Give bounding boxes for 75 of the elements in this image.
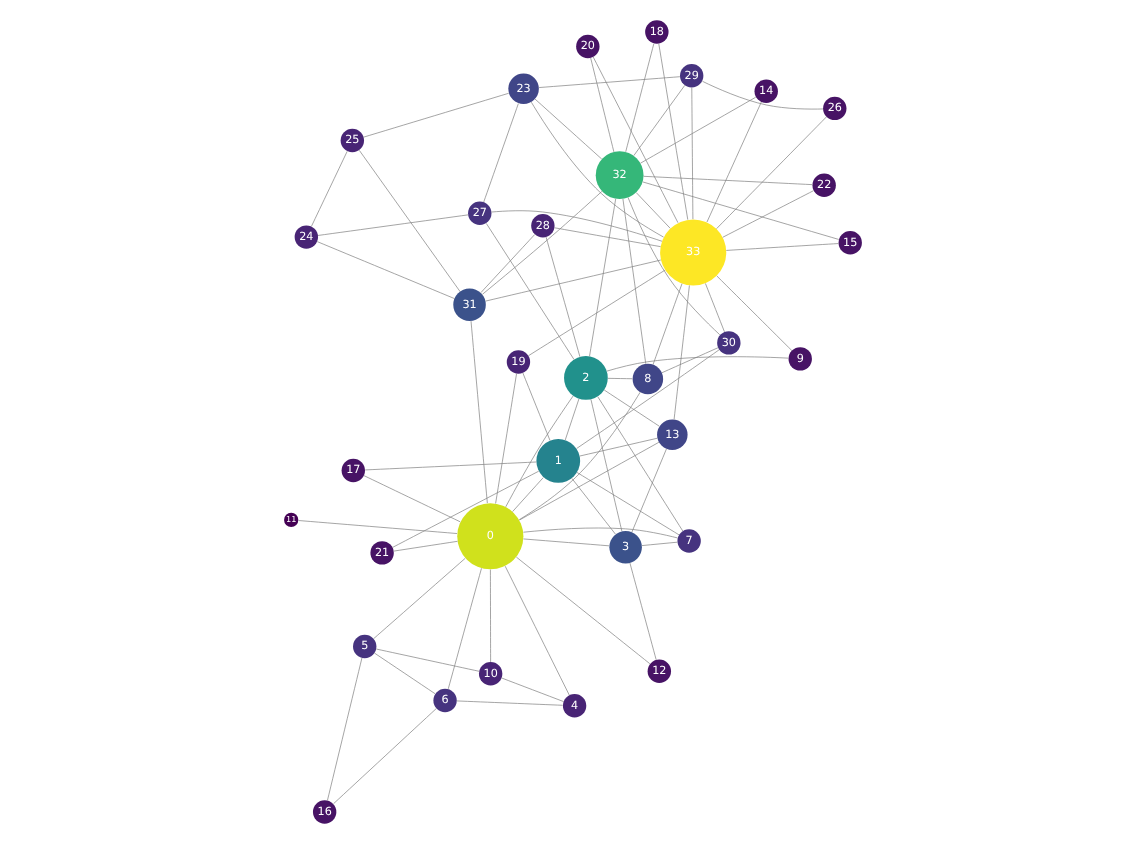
connector: [544, 236, 580, 358]
connector: [651, 283, 682, 365]
connector: [326, 657, 362, 801]
connector: [517, 391, 640, 521]
connector: [494, 373, 516, 504]
connector: [479, 234, 535, 294]
connector: [446, 567, 481, 690]
connector: [621, 198, 646, 365]
connector: [715, 275, 792, 351]
connector: [553, 227, 660, 247]
connector: [363, 461, 536, 471]
connector: [372, 557, 465, 639]
connector: [657, 43, 688, 220]
connector: [705, 101, 761, 223]
connector: [634, 192, 670, 229]
connector: [522, 538, 609, 547]
connector: [606, 378, 632, 380]
connector: [357, 150, 460, 292]
connector: [481, 191, 602, 295]
connector: [500, 677, 563, 702]
connector: [503, 565, 569, 696]
connector: [362, 475, 460, 523]
connector: [626, 197, 720, 336]
connector: [515, 556, 650, 665]
connector: [639, 96, 756, 164]
connector: [724, 243, 838, 251]
connector: [589, 399, 622, 532]
connector: [373, 652, 435, 695]
connector: [570, 478, 615, 535]
connector: [489, 569, 490, 663]
connector: [721, 190, 813, 238]
connector: [602, 389, 659, 427]
connector: [297, 520, 457, 534]
connector: [575, 349, 719, 449]
connector: [591, 56, 678, 224]
connector: [537, 76, 680, 88]
connector: [482, 103, 518, 203]
connector: [375, 648, 479, 672]
connector: [630, 448, 666, 533]
connector: [624, 43, 654, 153]
connector: [605, 356, 788, 372]
connector: [588, 198, 616, 357]
connector: [485, 223, 574, 360]
connector: [690, 87, 693, 220]
connector: [332, 708, 436, 805]
connector: [527, 269, 665, 356]
connector: [392, 540, 457, 552]
connector: [704, 283, 724, 333]
connector: [484, 259, 661, 302]
connector: [362, 92, 509, 138]
connector: [316, 214, 468, 236]
connector: [641, 181, 839, 240]
connector: [640, 541, 677, 546]
connector: [660, 347, 718, 374]
connector: [469, 320, 487, 504]
connector: [310, 150, 347, 227]
connector: [578, 437, 657, 457]
connector: [563, 398, 579, 441]
connector: [642, 175, 812, 185]
connector: [518, 441, 659, 521]
connector: [511, 477, 543, 512]
connector: [715, 116, 826, 230]
connector: [391, 470, 539, 548]
connector: [455, 700, 562, 706]
connector: [575, 472, 679, 536]
connector: [628, 562, 656, 661]
connector: [589, 57, 614, 153]
connector: [522, 527, 677, 539]
connector: [632, 84, 685, 156]
connector: [596, 396, 683, 532]
connector: [521, 372, 550, 441]
connector: [315, 241, 454, 299]
connector: [672, 285, 689, 420]
connector: [504, 395, 573, 508]
connector: [533, 98, 602, 160]
